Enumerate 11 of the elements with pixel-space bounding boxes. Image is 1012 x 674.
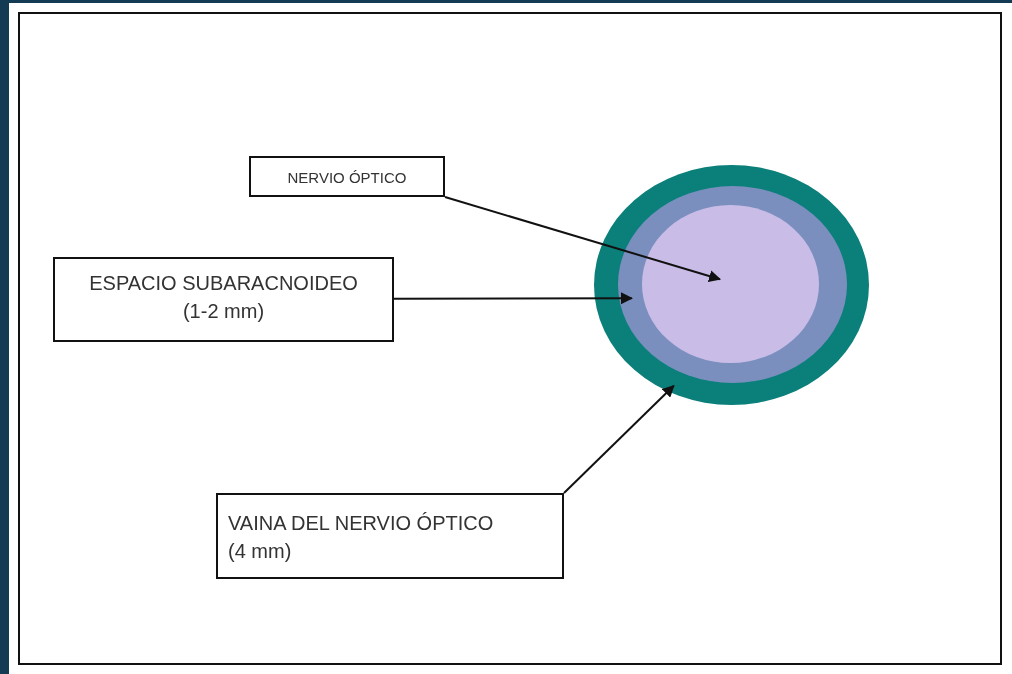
arrow xyxy=(393,292,633,305)
arrow xyxy=(563,384,675,494)
label-box xyxy=(216,493,564,579)
label-text: NERVIO ÓPTICO xyxy=(286,168,408,188)
label-box xyxy=(53,257,394,342)
label-text: VAINA DEL NERVIO ÓPTICO xyxy=(228,511,495,536)
measurement-text: (4 mm) xyxy=(228,539,293,564)
arrow xyxy=(444,196,722,282)
label-box xyxy=(249,156,445,197)
label-text: ESPACIO SUBARACNOIDEO xyxy=(88,271,359,296)
measurement-text: (1-2 mm) xyxy=(181,299,266,324)
